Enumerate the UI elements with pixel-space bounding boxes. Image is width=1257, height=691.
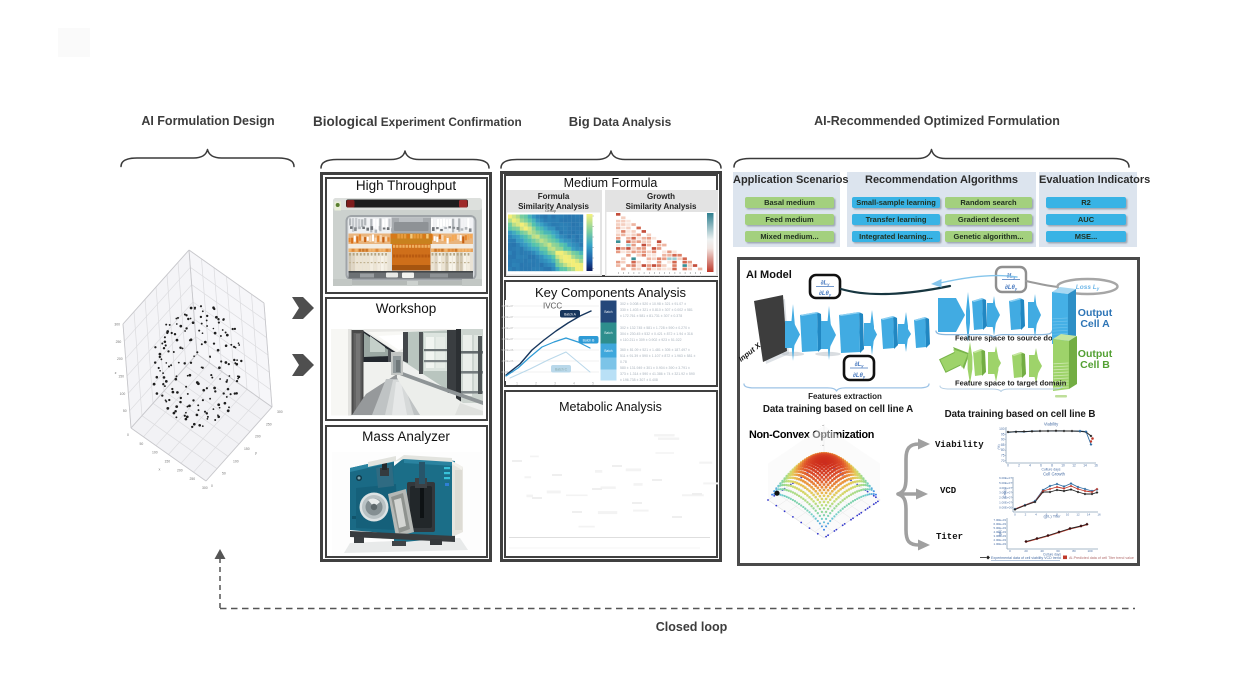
svg-text:250: 250 [190,477,196,481]
svg-text:0: 0 [127,433,129,437]
svg-text:150: 150 [165,460,171,464]
svg-text:100: 100 [120,392,126,396]
svg-text:100: 100 [233,459,239,463]
svg-text:300: 300 [114,323,120,327]
svg-text:300: 300 [277,410,283,414]
svg-text:x: x [159,468,161,472]
svg-text:50: 50 [222,472,226,476]
svg-text:100: 100 [152,451,158,455]
svg-text:200: 200 [117,357,123,361]
svg-text:z: z [115,371,117,375]
svg-text:50: 50 [123,409,127,413]
svg-text:y: y [255,451,257,455]
svg-text:250: 250 [266,422,272,426]
svg-text:250: 250 [116,340,122,344]
svg-text:50: 50 [140,442,144,446]
svg-text:200: 200 [177,468,183,472]
svg-text:150: 150 [244,447,250,451]
svg-text:0: 0 [211,484,213,488]
svg-text:300: 300 [202,486,208,490]
svg-text:150: 150 [118,375,124,379]
svg-text:200: 200 [255,435,261,439]
